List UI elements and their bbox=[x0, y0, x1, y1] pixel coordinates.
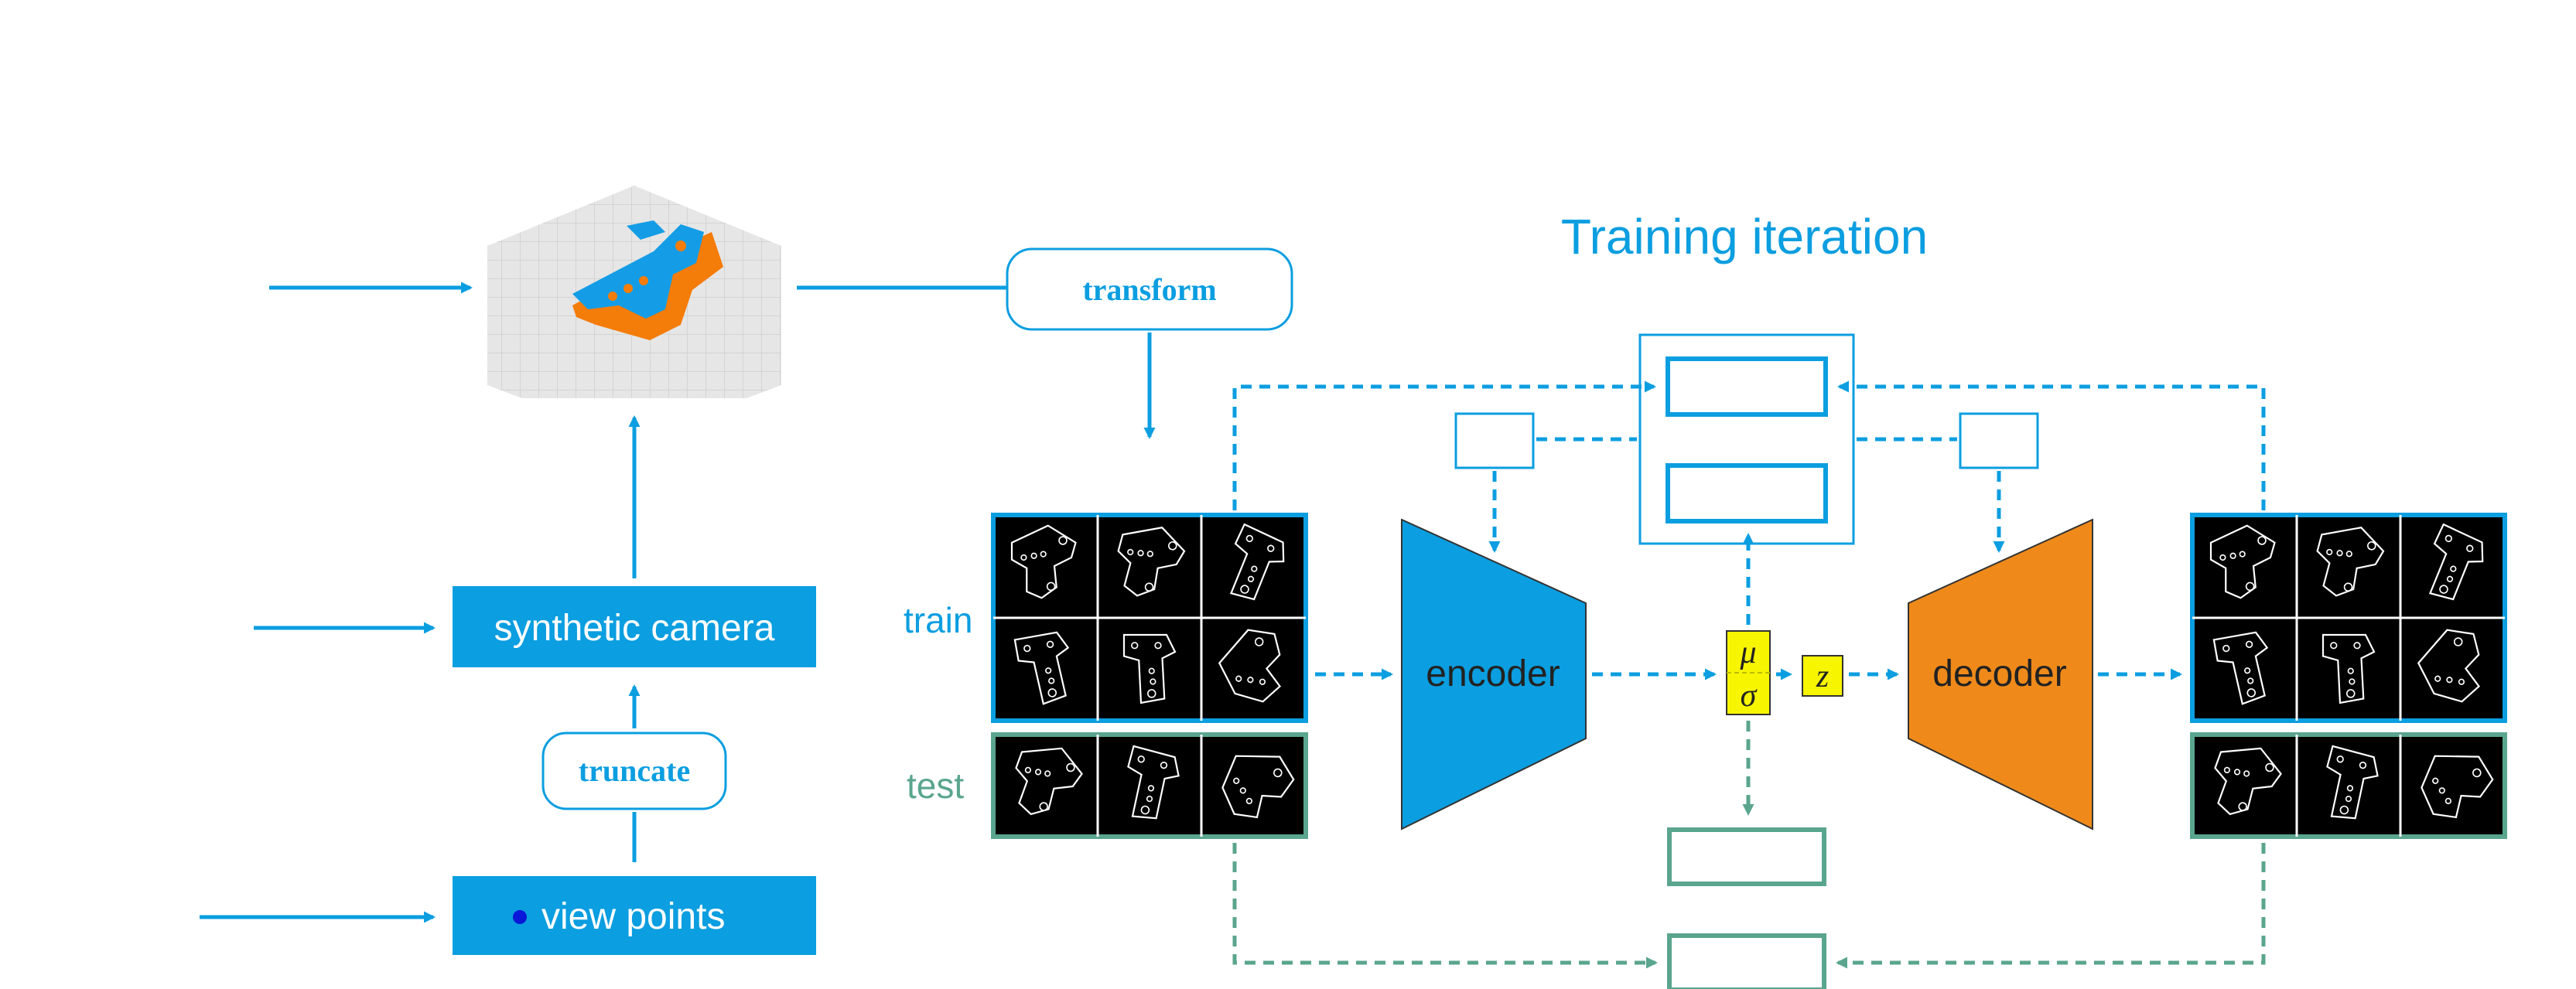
decoder-param-box bbox=[1959, 412, 2039, 469]
encoder-label: encoder bbox=[1426, 653, 1560, 694]
decoder-block bbox=[1908, 518, 2093, 830]
truncate-box bbox=[542, 732, 727, 810]
cad-model-render bbox=[487, 186, 781, 398]
test-label: test bbox=[907, 766, 964, 806]
transform-label: transform bbox=[1082, 272, 1216, 307]
view-points-label: view points bbox=[542, 896, 725, 937]
z-label: z bbox=[1816, 659, 1829, 694]
truncate-label: truncate bbox=[579, 753, 690, 788]
train-label: train bbox=[904, 600, 972, 640]
loss-box-bottom bbox=[1666, 463, 1828, 523]
test-image-grid-input bbox=[991, 732, 1308, 839]
loss-box-top bbox=[1666, 356, 1828, 417]
mu-label: μ bbox=[1739, 635, 1756, 670]
z-box bbox=[1802, 655, 1843, 697]
train-image-grid-output bbox=[2190, 513, 2507, 723]
test-image-grid-output bbox=[2190, 732, 2507, 839]
encoder-param-box bbox=[1454, 412, 1535, 469]
sigma-label: σ bbox=[1741, 678, 1758, 714]
test-loss-box bbox=[1667, 933, 1826, 989]
encoder-block bbox=[1401, 518, 1587, 830]
transform-box bbox=[1006, 247, 1293, 331]
teal-dashed-connectors bbox=[1232, 721, 2266, 969]
train-image-grid-input bbox=[991, 513, 1308, 723]
synthetic-camera-label: synthetic camera bbox=[494, 608, 775, 649]
training-iteration-title: Training iteration bbox=[1561, 209, 1928, 264]
test-output-box bbox=[1667, 827, 1826, 886]
blue-dashed-connectors bbox=[1232, 380, 2266, 680]
view-point-dot bbox=[513, 910, 527, 924]
decoder-label: decoder bbox=[1932, 653, 2066, 694]
synthetic-camera-box bbox=[453, 586, 816, 667]
